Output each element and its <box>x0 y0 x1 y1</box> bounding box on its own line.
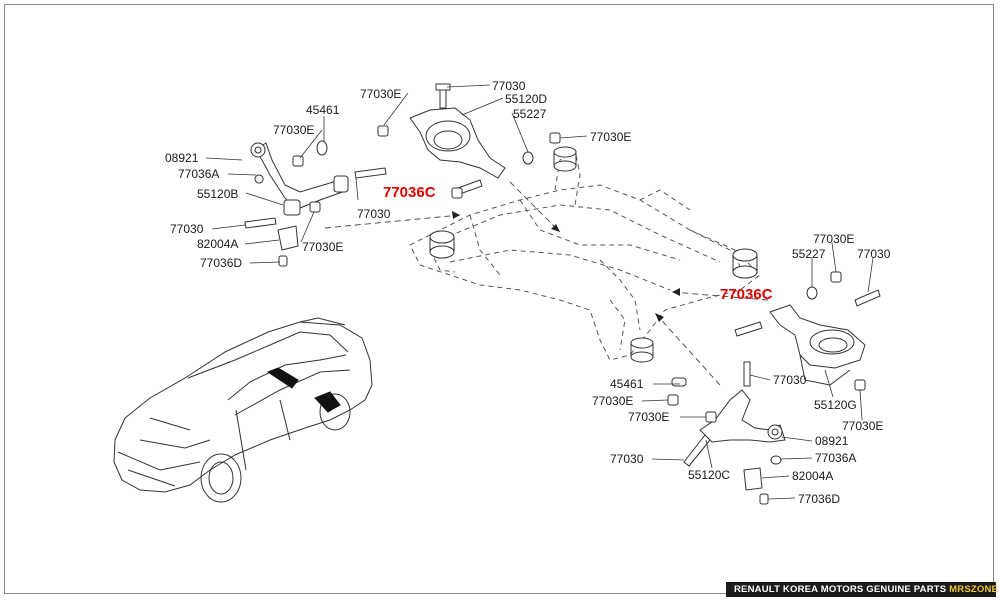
lower-center-arm-assembly <box>667 361 786 505</box>
callout-77036A: 77036A <box>815 451 856 465</box>
callout-08921: 08921 <box>815 434 849 448</box>
callout-77030E: 77030E <box>590 130 631 144</box>
callout-55120G: 55120G <box>814 398 857 412</box>
car-part-marker-upper <box>266 367 299 389</box>
subframe-bushing-front-left <box>429 230 455 259</box>
callout-45461: 45461 <box>610 377 644 391</box>
callout-77030E: 77030E <box>273 123 314 137</box>
callout-77030: 77030 <box>773 373 807 387</box>
callout-55120B: 55120B <box>197 187 238 201</box>
footer-brand-text: MRSZONE <box>949 584 999 595</box>
callout-77030E: 77030E <box>360 87 401 101</box>
callout-77030E: 77030E <box>302 240 343 254</box>
callout-55227: 55227 <box>792 247 826 261</box>
car-part-marker-lower <box>314 391 341 413</box>
callout-77030E: 77030E <box>813 232 854 246</box>
callout-77036C-highlight: 77036C <box>383 184 436 201</box>
callout-55120D: 55120D <box>505 92 547 106</box>
callout-77030E: 77030E <box>842 419 883 433</box>
callout-77036C-highlight: 77036C <box>720 286 773 303</box>
callout-77036D: 77036D <box>200 256 242 270</box>
callout-77030E: 77030E <box>592 394 633 408</box>
callout-77030: 77030 <box>492 79 526 93</box>
callout-45461: 45461 <box>306 103 340 117</box>
upper-left-arm-assembly <box>244 140 387 267</box>
callout-82004A: 82004A <box>197 237 238 251</box>
callout-77030: 77030 <box>170 222 204 236</box>
callout-77036A: 77036A <box>178 167 219 181</box>
callout-labels: 77030E 77030 55120D 55227 77030E 45461 7… <box>165 79 891 506</box>
callout-77030: 77030 <box>610 452 644 466</box>
footer-main-text: RENAULT KOREA MOTORS GENUINE PARTS <box>734 584 947 595</box>
callout-08921: 08921 <box>165 151 199 165</box>
subframe-bushing-rear-top <box>553 146 577 172</box>
rear-subframe-drawing <box>324 146 769 386</box>
upper-center-arm-assembly <box>377 83 561 199</box>
callout-55227: 55227 <box>513 107 547 121</box>
callout-77030E: 77030E <box>628 410 669 424</box>
callout-77036D: 77036D <box>798 492 840 506</box>
subframe-bushing-right <box>732 248 758 279</box>
callout-82004A: 82004A <box>792 469 833 483</box>
right-arm-assembly <box>734 271 881 391</box>
car-silhouette-drawing <box>113 317 373 503</box>
subframe-bushing-front-bottom <box>630 337 654 363</box>
callout-77030: 77030 <box>357 207 391 221</box>
callout-55120C: 55120C <box>688 468 730 482</box>
leader-lines <box>205 84 874 500</box>
footer-banner: RENAULT KOREA MOTORS GENUINE PARTS MRSZO… <box>726 582 999 597</box>
callout-77030: 77030 <box>857 247 891 261</box>
